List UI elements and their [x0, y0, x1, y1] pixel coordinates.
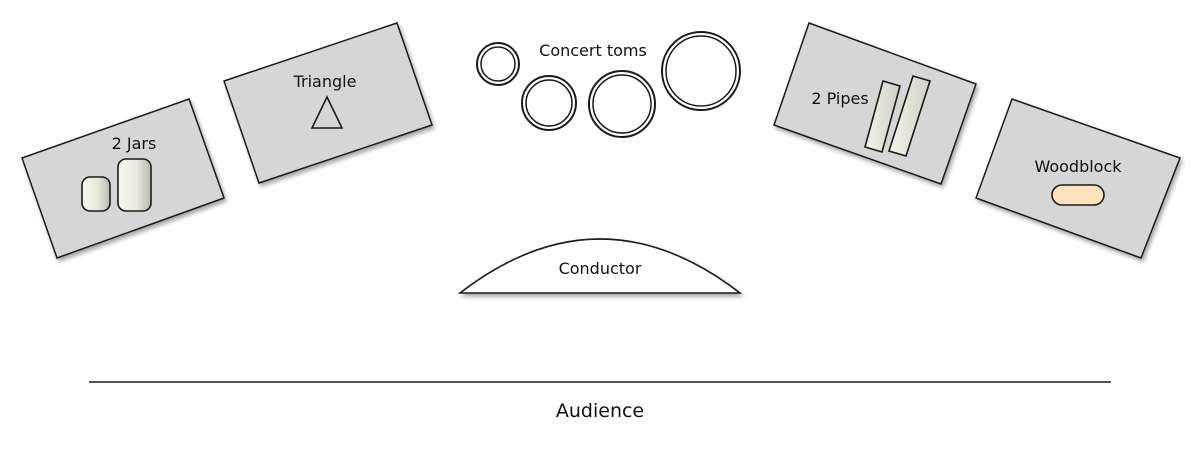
jar-icon [81, 158, 152, 212]
tom-3 [588, 70, 656, 138]
pipes-table [773, 22, 977, 185]
pipes-label: 2 Pipes [811, 89, 868, 108]
pipe-icon [864, 75, 932, 157]
woodblock-table [975, 98, 1181, 259]
tom-4 [661, 31, 741, 111]
triangle-station: Triangle [223, 22, 433, 184]
audience-label: Audience [556, 400, 644, 422]
tom-2 [521, 75, 577, 131]
woodblock-station: Woodblock [975, 98, 1181, 259]
triangle-table [223, 22, 433, 184]
jars-label: 2 Jars [112, 134, 157, 153]
drum-icon [476, 31, 741, 138]
woodblock-icon [1051, 184, 1105, 206]
conductor-podium: Conductor [457, 238, 743, 294]
toms-label: Concert toms [539, 41, 647, 60]
conductor-shape [457, 238, 743, 294]
tom-1 [476, 42, 520, 86]
triangle-label: Triangle [293, 72, 357, 91]
jars-station: 2 Jars [21, 98, 225, 259]
triangle-icon [310, 95, 344, 129]
conductor-label: Conductor [559, 259, 642, 278]
toms-station: Concert toms [476, 31, 741, 138]
woodblock-label: Woodblock [1034, 157, 1122, 176]
pipes-station: 2 Pipes [773, 22, 977, 185]
